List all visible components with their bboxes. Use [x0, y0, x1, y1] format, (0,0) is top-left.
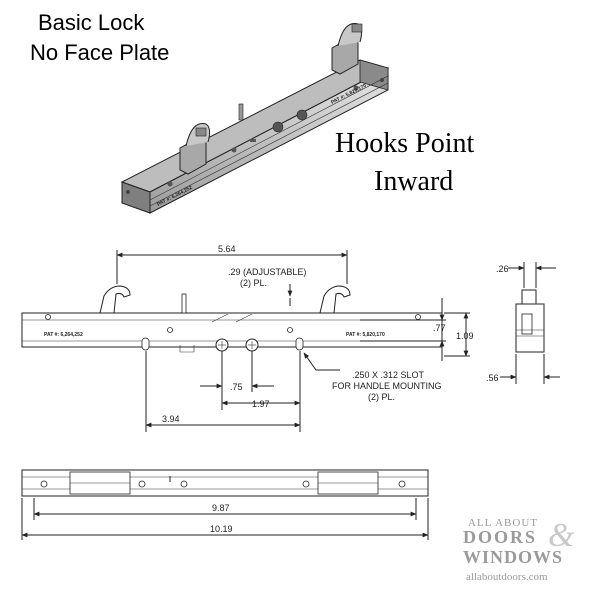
dim-slot-line1: .250 X .312 SLOT [352, 370, 425, 380]
brand-line3: WINDOWS [463, 547, 563, 567]
callout-line1: Hooks Point [335, 128, 474, 159]
dim-side-bottom: .56 [486, 373, 499, 383]
front-patent-left: PAT #: 6,264,252 [44, 332, 83, 338]
dim-spindle-to-edge: 3.94 [162, 414, 180, 424]
brand-logo: ALL ABOUT & DOORS WINDOWS allaboutdoors.… [463, 517, 575, 583]
dim-height-inner: .77 [433, 323, 446, 333]
front-view: PAT #: 6,264,252 PAT #: 5,820,170 [21, 285, 443, 353]
screw-hole [353, 85, 359, 91]
bottom-view: 9.87 10.19 [21, 469, 429, 540]
dim-bottom-inner: 9.87 [212, 503, 230, 513]
dim-bottom-outer: 10.19 [210, 524, 233, 534]
dim-spindle-spacing: .75 [230, 382, 243, 392]
spindle-hole [272, 121, 284, 133]
header-line2: No Face Plate [30, 40, 169, 65]
side-view: .26 .56 [486, 262, 560, 384]
dim-spindle-offset: 1.97 [252, 399, 270, 409]
header-line1: Basic Lock [38, 10, 145, 35]
callout-line2: Inward [374, 166, 453, 197]
dim-side-top: .26 [496, 264, 509, 274]
brand-line2: DOORS [463, 527, 537, 547]
mounting-slot-left [141, 337, 150, 351]
dim-height-outer: 1.09 [456, 331, 474, 341]
dim-slot-line2: FOR HANDLE MOUNTING [332, 381, 442, 391]
brand-line1: ALL ABOUT [468, 517, 538, 529]
hook-left [99, 285, 131, 314]
front-dimensions: 5.64 .29 (ADJUSTABLE) (2) PL. .77 1.09 .… [116, 244, 474, 432]
dim-adjustable-line2: (2) PL. [240, 278, 267, 288]
dim-slot-line3: (2) PL. [368, 392, 395, 402]
iso-hook-right [331, 22, 363, 75]
front-body [21, 312, 443, 348]
spindle-hole [296, 109, 308, 121]
brand-ampersand: & [548, 517, 575, 554]
mounting-slot-right [295, 337, 304, 351]
dim-hook-spacing: 5.64 [218, 244, 236, 254]
iso-hook-left [179, 122, 211, 175]
front-patent-right: PAT #: 5,820,170 [346, 332, 385, 338]
dim-adjustable-line1: .29 (ADJUSTABLE) [228, 267, 306, 277]
brand-url: allaboutdoors.com [466, 571, 548, 583]
isometric-lock: PAT #: 6,264,252 PAT #: 5,820,170 [120, 22, 390, 214]
screw-hole [167, 181, 173, 187]
screw-hole [231, 147, 237, 153]
hook-right [319, 285, 351, 314]
